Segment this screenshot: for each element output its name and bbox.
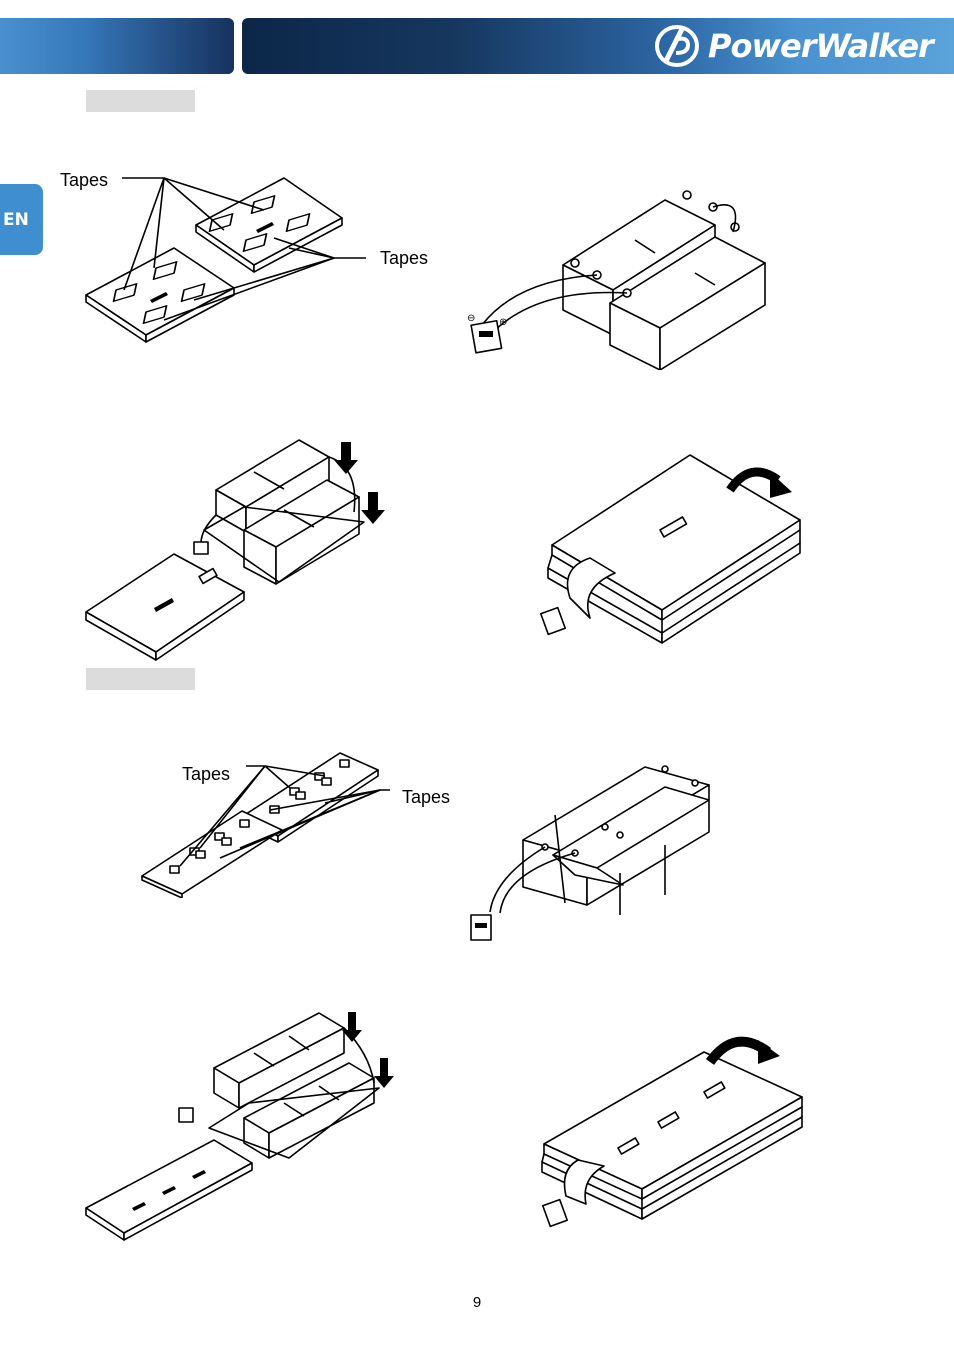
figure-taped-stack-rotate: [530, 450, 810, 650]
brand-logo-text: PowerWalker: [708, 27, 933, 65]
figure-insert-long-pack-into-tray: [84, 1008, 404, 1243]
language-tab[interactable]: EN: [0, 184, 43, 255]
svg-text:⊖: ⊖: [467, 313, 475, 324]
section-title-bar-1: [86, 90, 195, 112]
figure-insert-batteries-into-tray: [84, 432, 394, 667]
section-title-bar-2: [86, 668, 195, 690]
brand-logo: PowerWalker: [652, 22, 954, 70]
tapes-label-fig5-a: Tapes: [182, 764, 230, 785]
figure-four-batteries-wired: [465, 755, 715, 945]
page-number: 9: [0, 1294, 954, 1311]
tapes-label-fig5-b: Tapes: [402, 787, 450, 808]
brand-logo-icon: [652, 23, 702, 69]
svg-text:⊕: ⊕: [499, 317, 507, 328]
tapes-label-fig1-a: Tapes: [60, 170, 108, 191]
header-bar-left: [0, 18, 234, 74]
figure-long-taped-stack-rotate: [540, 1022, 810, 1232]
figure-long-trays-with-tapes: [140, 748, 390, 898]
tapes-label-fig1-b: Tapes: [380, 248, 428, 269]
figure-two-batteries-wired: ⊖ ⊕: [465, 185, 775, 370]
figure-trays-with-tapes: [84, 170, 374, 350]
